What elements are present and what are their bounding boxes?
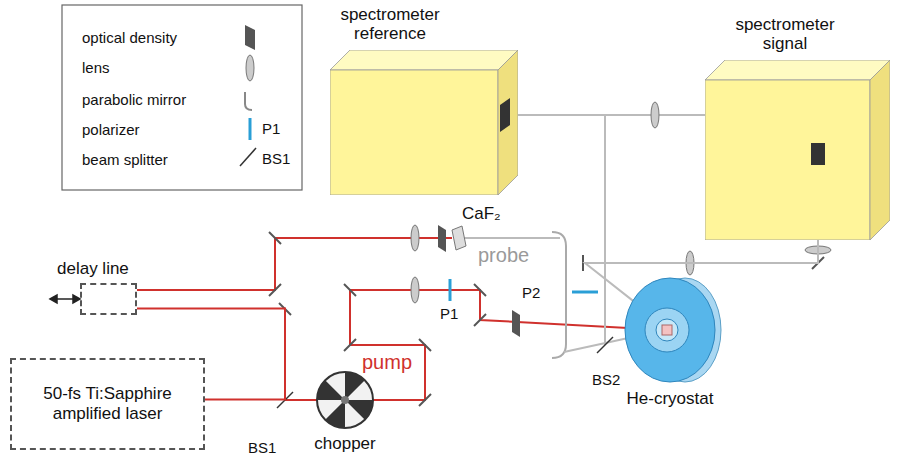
- spectrometer: spectrometer signal: [705, 60, 890, 240]
- node-label: spectrometer reference: [325, 5, 455, 44]
- spectrometer-box: [330, 50, 518, 195]
- parabolic-mirror: [552, 232, 566, 358]
- splitter-symbol: [240, 148, 256, 166]
- part-label: BS2: [592, 372, 620, 387]
- probe-beam: [462, 237, 560, 239]
- delay-arrow: [50, 295, 80, 303]
- chopper: chopper: [315, 370, 375, 430]
- legend-text: parabolic mirror: [82, 92, 186, 107]
- cryostat: He-cryostat: [615, 275, 725, 385]
- density-filter: [438, 225, 446, 252]
- node-label: 50-fs Ti:Sapphire amplified laser: [12, 384, 203, 423]
- part-label: P2: [522, 285, 540, 300]
- caf2-crystal: [452, 226, 466, 250]
- part-label: probe: [478, 245, 529, 265]
- polarizer: [572, 291, 598, 294]
- chopper-wheel: [315, 370, 375, 430]
- lens-symbol: [246, 55, 254, 81]
- part-label: CaF₂: [462, 205, 501, 222]
- part-label: pump: [362, 352, 412, 372]
- polarizer: [449, 279, 452, 301]
- part-label: P1: [440, 306, 458, 321]
- mirror-symbol: [245, 92, 252, 110]
- reference-beam: [604, 115, 606, 345]
- density-filter: [512, 310, 520, 337]
- part-label: BS1: [248, 440, 276, 455]
- legend-text: optical density: [82, 30, 177, 45]
- part-label: P1: [262, 121, 280, 136]
- delayed-beam: [137, 238, 452, 290]
- part-label: BS1: [262, 151, 290, 166]
- density-symbol: [245, 25, 255, 50]
- legend-text: lens: [82, 60, 110, 75]
- delay-line-box: delay line: [80, 283, 137, 315]
- laser-box: 50-fs Ti:Sapphire amplified laser: [10, 358, 205, 450]
- node-label: spectrometer signal: [720, 15, 850, 54]
- legend-panel: [62, 5, 302, 190]
- legend-text: polarizer: [82, 122, 140, 137]
- polarizer-symbol: [249, 118, 252, 140]
- node-label: delay line: [57, 259, 129, 279]
- cryostat-symbol: [615, 275, 725, 385]
- legend-text: beam splitter: [82, 152, 168, 167]
- spectrometer-box: [705, 60, 890, 240]
- node-label: chopper: [275, 434, 415, 454]
- spectrometer: spectrometer reference: [330, 50, 518, 195]
- node-label: He-cryostat: [575, 389, 765, 409]
- reference-beam: [518, 114, 735, 116]
